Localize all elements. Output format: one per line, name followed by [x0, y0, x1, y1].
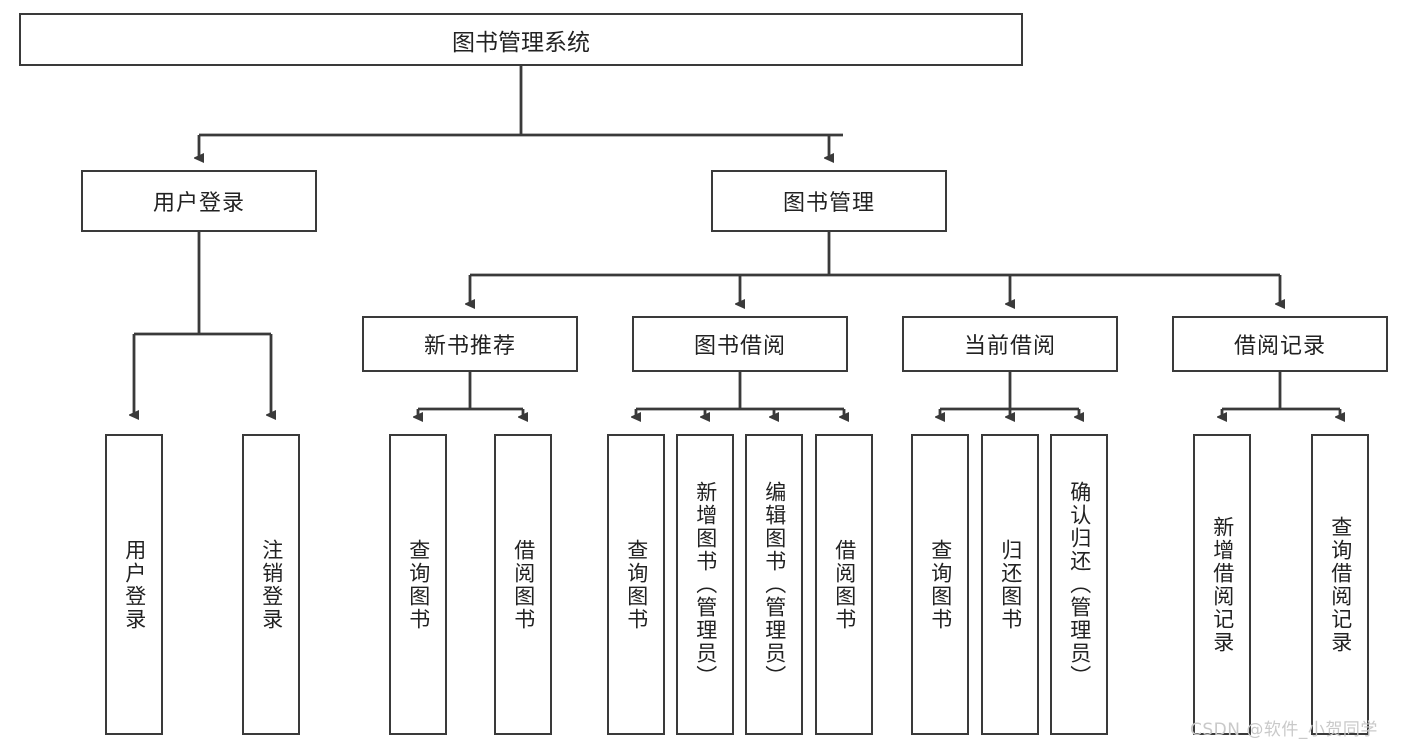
- node-leaf-label: 借阅图书: [511, 538, 536, 631]
- node-leaf-label: 查询图书: [928, 538, 953, 631]
- node-leaf-label: 注销登录: [259, 538, 284, 631]
- node-leaf-label: 编辑图书（管理员）: [762, 481, 787, 688]
- node-leaf-label: 新增借阅记录: [1210, 515, 1235, 654]
- node-user-login[interactable]: 用户登录: [81, 170, 317, 232]
- node-book-manage-label: 图书管理: [782, 191, 875, 216]
- node-leaf-logout[interactable]: 注销登录: [242, 434, 300, 735]
- node-leaf-query-book-borrow[interactable]: 查询图书: [607, 434, 665, 735]
- node-leaf-label: 确认归还（管理员）: [1067, 481, 1092, 688]
- node-book-borrow-label: 图书借阅: [693, 334, 786, 359]
- node-leaf-label: 查询图书: [406, 538, 431, 631]
- node-current-borrow[interactable]: 当前借阅: [902, 316, 1118, 372]
- node-new-book-recommend[interactable]: 新书推荐: [362, 316, 578, 372]
- node-leaf-query-book-current[interactable]: 查询图书: [911, 434, 969, 735]
- node-leaf-label: 借阅图书: [832, 538, 857, 631]
- node-leaf-label: 用户登录: [122, 538, 147, 631]
- node-borrow-record-label: 借阅记录: [1233, 334, 1326, 359]
- node-leaf-borrow-book-new[interactable]: 借阅图书: [494, 434, 552, 735]
- node-book-manage[interactable]: 图书管理: [711, 170, 947, 232]
- node-book-borrow[interactable]: 图书借阅: [632, 316, 848, 372]
- node-leaf-return-book[interactable]: 归还图书: [981, 434, 1039, 735]
- node-root-label: 图书管理系统: [452, 29, 590, 56]
- node-leaf-confirm-return-admin[interactable]: 确认归还（管理员）: [1050, 434, 1108, 735]
- node-leaf-query-borrow-record[interactable]: 查询借阅记录: [1311, 434, 1369, 735]
- node-leaf-borrow-book[interactable]: 借阅图书: [815, 434, 873, 735]
- node-user-login-label: 用户登录: [152, 191, 245, 216]
- node-root[interactable]: 图书管理系统: [19, 13, 1023, 66]
- node-leaf-edit-book-admin[interactable]: 编辑图书（管理员）: [745, 434, 803, 735]
- node-current-borrow-label: 当前借阅: [963, 334, 1056, 359]
- node-leaf-label: 查询借阅记录: [1328, 515, 1353, 654]
- node-leaf-label: 查询图书: [624, 538, 649, 631]
- node-leaf-add-book-admin[interactable]: 新增图书（管理员）: [676, 434, 734, 735]
- node-leaf-add-borrow-record[interactable]: 新增借阅记录: [1193, 434, 1251, 735]
- node-new-book-recommend-label: 新书推荐: [423, 334, 516, 359]
- node-leaf-label: 归还图书: [998, 538, 1023, 631]
- node-leaf-query-book-new[interactable]: 查询图书: [389, 434, 447, 735]
- node-leaf-user-login[interactable]: 用户登录: [105, 434, 163, 735]
- node-leaf-label: 新增图书（管理员）: [693, 481, 718, 688]
- node-borrow-record[interactable]: 借阅记录: [1172, 316, 1388, 372]
